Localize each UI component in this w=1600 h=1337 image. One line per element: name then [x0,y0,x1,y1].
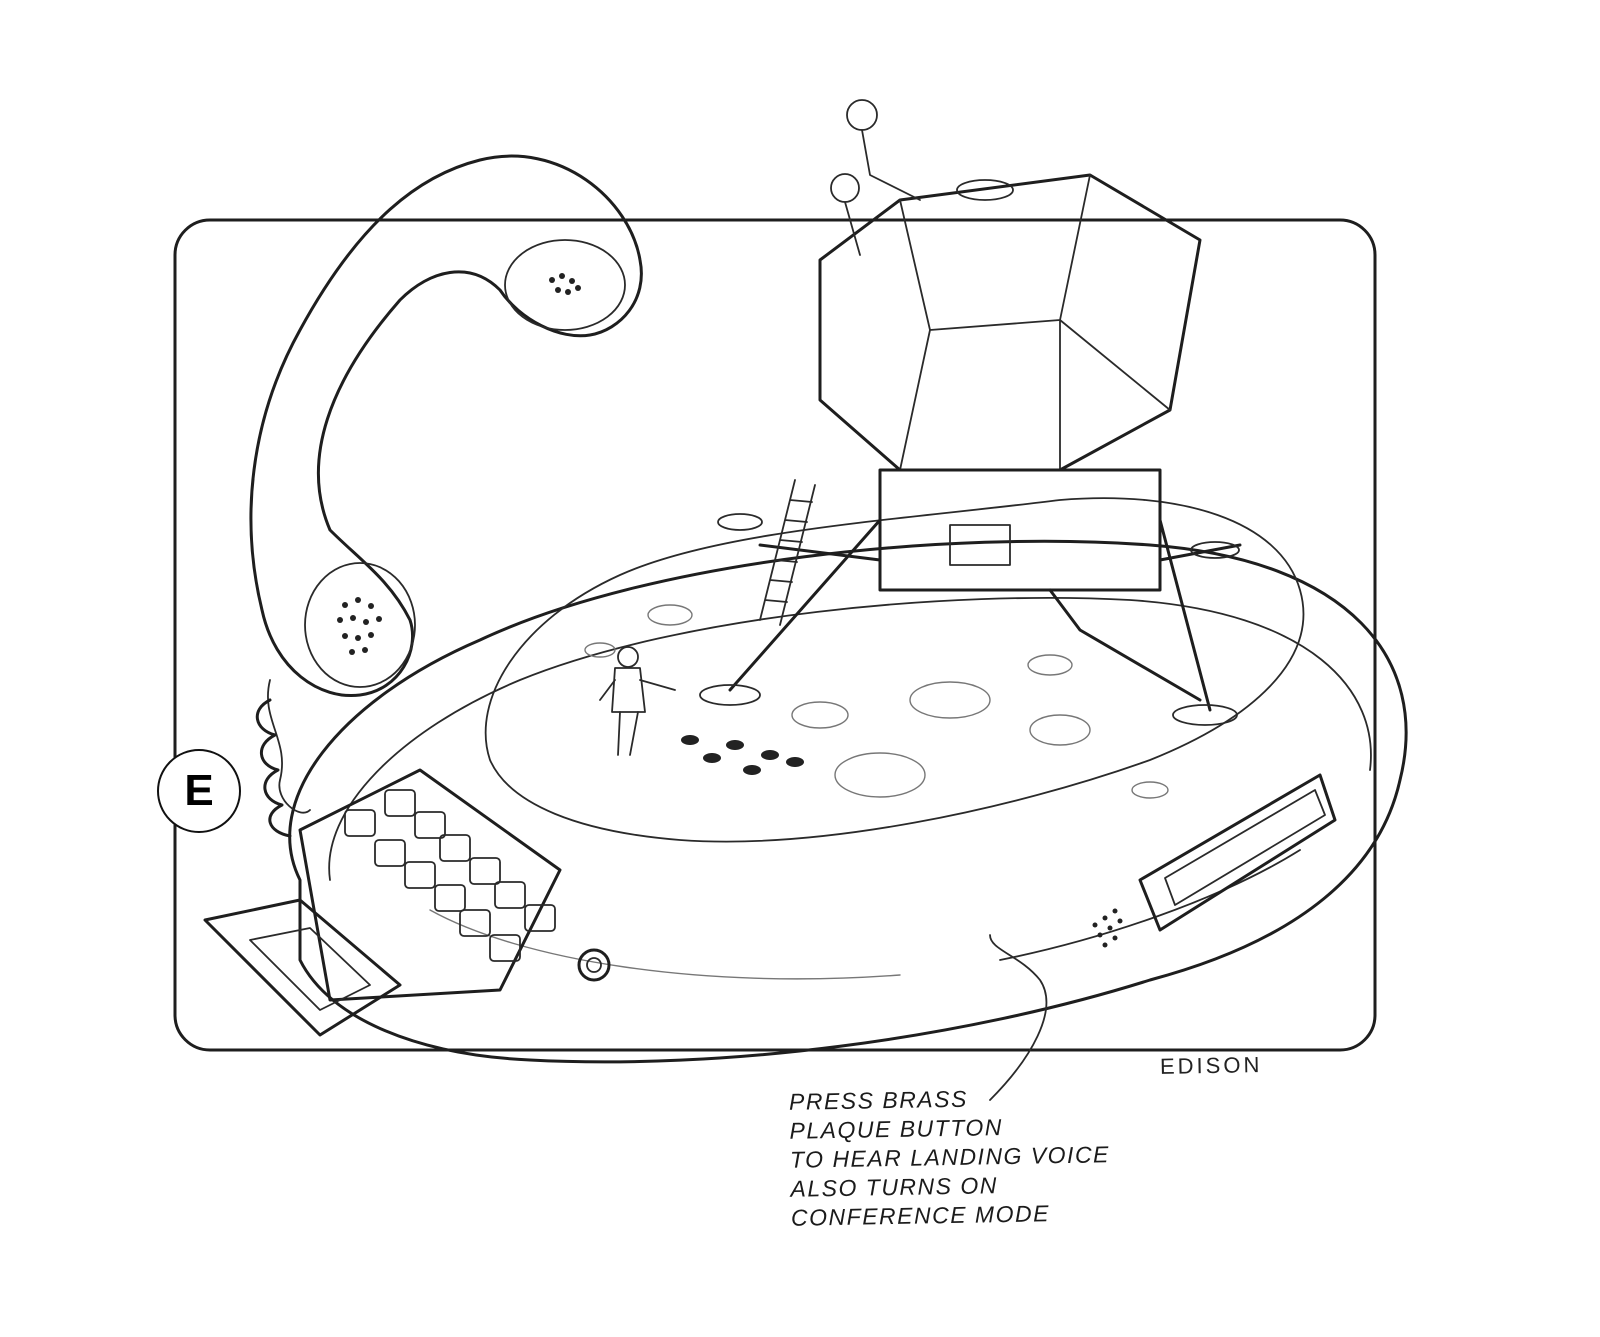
brass-plaque-button [1138,773,1337,932]
handset [249,154,643,814]
view-label-badge: E [157,749,241,833]
keypad-handle [203,898,402,1037]
handset-speaker-holes [337,273,581,655]
frame-border [173,218,1377,1052]
annotation-leader-line [989,934,1048,1101]
astronaut-figure [599,646,676,756]
handwritten-note: PRESS BRASS PLAQUE BUTTON TO HEAR LANDIN… [789,1082,1111,1233]
keypad [298,768,562,1002]
lunar-surface [484,497,1305,843]
round-button [577,948,611,982]
phone-base [288,539,1408,1064]
note-line: TO HEAR LANDING VOICE [789,1141,1111,1173]
lunar-module [699,99,1242,726]
footprints [681,735,804,775]
note-line: CONFERENCE MODE [790,1200,1051,1231]
coiled-cord [256,698,292,838]
speaker-grille [1092,908,1123,948]
artist-signature: EDISON [1159,1052,1263,1079]
